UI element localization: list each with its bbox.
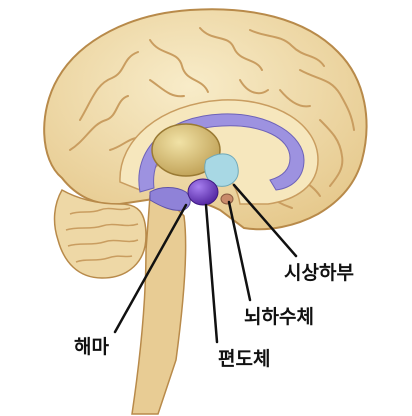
label-amygdala: 편도체 bbox=[218, 348, 271, 370]
cerebellum-folia bbox=[65, 207, 139, 263]
leader-lines bbox=[113, 183, 298, 344]
pituitary bbox=[220, 193, 234, 205]
hippocampus bbox=[149, 187, 191, 211]
amygdala bbox=[187, 178, 219, 206]
leader-hippocampus bbox=[113, 203, 188, 334]
label-hippocampus: 해마 bbox=[74, 336, 109, 358]
cerebellum bbox=[53, 188, 147, 279]
label-pituitary: 뇌하수체 bbox=[244, 306, 314, 328]
label-hypothalamus: 시상하부 bbox=[284, 262, 354, 284]
leader-amygdala bbox=[204, 203, 219, 344]
leader-hypothalamus bbox=[232, 183, 298, 258]
thalamus bbox=[151, 123, 221, 177]
hypothalamus bbox=[204, 153, 239, 187]
leader-pituitary bbox=[227, 200, 252, 302]
